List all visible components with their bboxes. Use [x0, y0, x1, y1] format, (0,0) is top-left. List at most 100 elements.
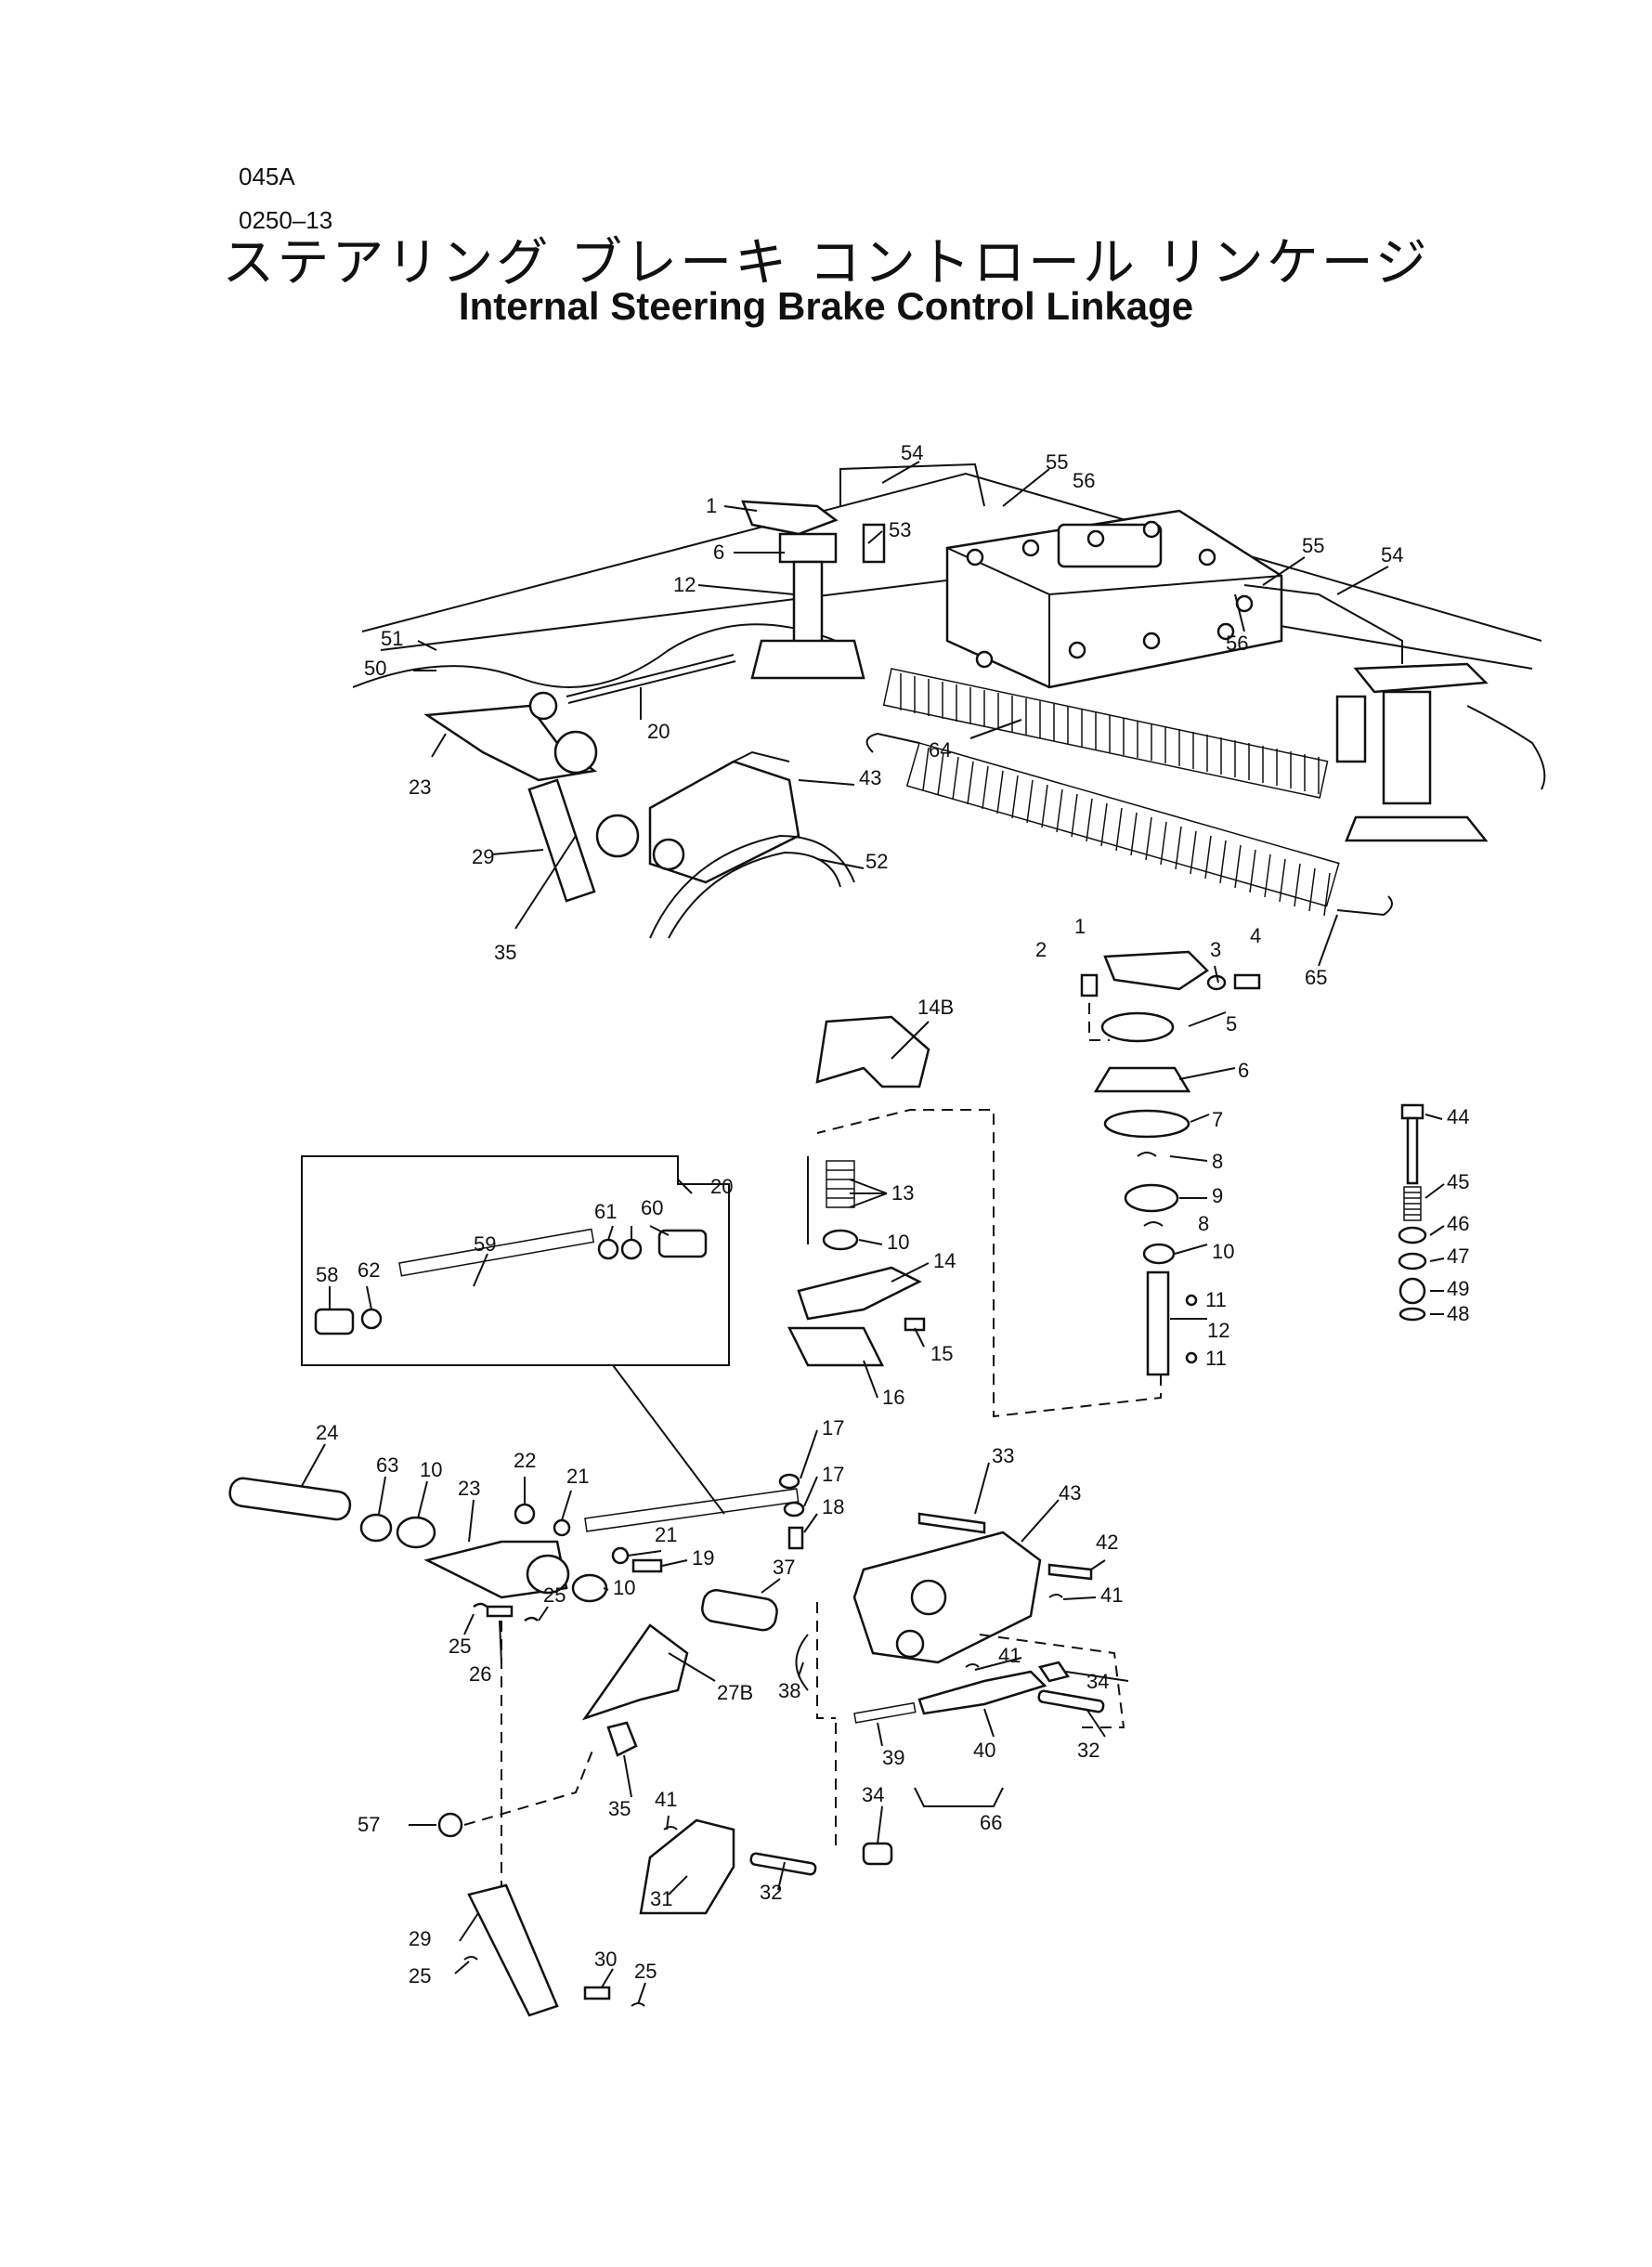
callout-1: 1: [706, 494, 717, 517]
callout-23b: 23: [458, 1477, 480, 1500]
part-42: [1047, 1563, 1093, 1581]
callout-9: 9: [1212, 1184, 1223, 1207]
callout-16: 16: [882, 1386, 904, 1409]
callout-42: 42: [1096, 1531, 1118, 1554]
pivot-assembly-left: [741, 500, 886, 680]
callout-38: 38: [778, 1679, 800, 1702]
bracket-23-assembled: [423, 691, 640, 903]
part-10d: [571, 1573, 608, 1603]
rod-detail-box: [301, 1155, 730, 1515]
callout-13: 13: [891, 1181, 914, 1205]
leader-lines: [301, 461, 1445, 2005]
part-48: [1398, 1307, 1426, 1322]
callout-66: 66: [980, 1811, 1002, 1834]
part-27B: [581, 1623, 689, 1721]
part-49: [1398, 1277, 1426, 1305]
part-47: [1398, 1252, 1427, 1270]
callout-10b: 10: [887, 1231, 909, 1254]
part-7: [1103, 1109, 1190, 1139]
part-6: [1093, 1066, 1191, 1093]
callout-60: 60: [641, 1196, 663, 1219]
callout-8b: 8: [1198, 1212, 1209, 1235]
callout-40: 40: [973, 1739, 995, 1762]
callout-1b: 1: [1074, 915, 1086, 938]
callout-34b: 34: [862, 1783, 884, 1806]
callout-29b: 29: [409, 1927, 431, 1950]
callout-14: 14: [933, 1249, 956, 1272]
pivot-assembly-right: [1335, 662, 1489, 842]
callout-61: 61: [594, 1200, 617, 1223]
part-1: [1103, 950, 1209, 991]
part-22: [514, 1503, 536, 1525]
callout-22: 22: [514, 1449, 536, 1472]
callout-53: 53: [889, 518, 911, 541]
callout-3: 3: [1210, 938, 1221, 961]
callout-11b: 11: [1205, 1347, 1227, 1370]
callout-32b: 32: [760, 1881, 782, 1904]
callout-47: 47: [1447, 1244, 1469, 1268]
callout-32: 32: [1077, 1739, 1099, 1762]
callout-4: 4: [1250, 924, 1261, 947]
assembly-view: [352, 463, 1546, 939]
part-34: [1037, 1661, 1071, 1683]
callout-14b: 14B: [917, 996, 954, 1019]
part-41: [1048, 1594, 1063, 1598]
part-21: [553, 1518, 571, 1537]
callout-63: 63: [376, 1453, 398, 1477]
callout-21b: 21: [655, 1523, 677, 1546]
spring-64-assembled: [882, 668, 1329, 799]
transmission-case: [945, 509, 1283, 689]
part-38: [795, 1634, 809, 1691]
part-18: [787, 1526, 804, 1550]
callout-6: 6: [713, 541, 724, 564]
part-26: [486, 1605, 514, 1618]
callout-65: 65: [1305, 966, 1327, 989]
callout-12: 12: [673, 573, 696, 596]
part-2: [1080, 973, 1099, 997]
callout-41b: 41: [998, 1644, 1021, 1667]
part-19: [631, 1558, 663, 1573]
bracket-66: [914, 1787, 1004, 1807]
part-44: [1406, 1116, 1419, 1185]
callout-10: 10: [1212, 1240, 1234, 1263]
part-34b: [862, 1842, 893, 1866]
part-59: [398, 1228, 595, 1277]
callout-58: 58: [316, 1263, 338, 1286]
part-29: [467, 1883, 559, 2017]
part-43: [852, 1531, 1042, 1664]
part-9: [1124, 1183, 1179, 1213]
callout-43: 43: [859, 766, 881, 789]
part-4: [1233, 973, 1261, 990]
bracket-43-assembled: [648, 750, 800, 884]
callout-35b: 35: [608, 1797, 631, 1820]
part-32: [1037, 1689, 1105, 1713]
part-13: [826, 1160, 855, 1208]
part-60: [657, 1229, 708, 1258]
lower-linkage: [228, 1473, 1125, 2017]
callout-25d: 25: [634, 1960, 657, 1983]
callout-54b: 54: [1381, 543, 1403, 567]
callout-17b: 17: [822, 1463, 844, 1486]
callout-41: 41: [1100, 1583, 1123, 1607]
code-045a: 045A: [239, 163, 295, 190]
callout-41c: 41: [655, 1788, 677, 1811]
part-46: [1398, 1226, 1427, 1244]
callout-55b: 55: [1302, 534, 1324, 557]
callout-56b: 56: [1226, 632, 1248, 655]
part-30: [583, 1986, 611, 2000]
part-31: [639, 1818, 735, 1915]
brake-drum-52: [649, 834, 855, 939]
callout-25c: 25: [409, 1964, 431, 1987]
part-5: [1100, 1011, 1175, 1043]
callout-10d: 10: [613, 1576, 635, 1599]
callout-45: 45: [1447, 1170, 1469, 1193]
callout-19: 19: [692, 1546, 714, 1570]
callout-34: 34: [1086, 1670, 1109, 1693]
callout-18: 18: [822, 1495, 844, 1518]
callout-44: 44: [1447, 1105, 1469, 1128]
callout-17: 17: [822, 1416, 844, 1440]
part-58: [314, 1308, 355, 1335]
part-62: [360, 1308, 383, 1330]
part-12: [1146, 1270, 1170, 1376]
